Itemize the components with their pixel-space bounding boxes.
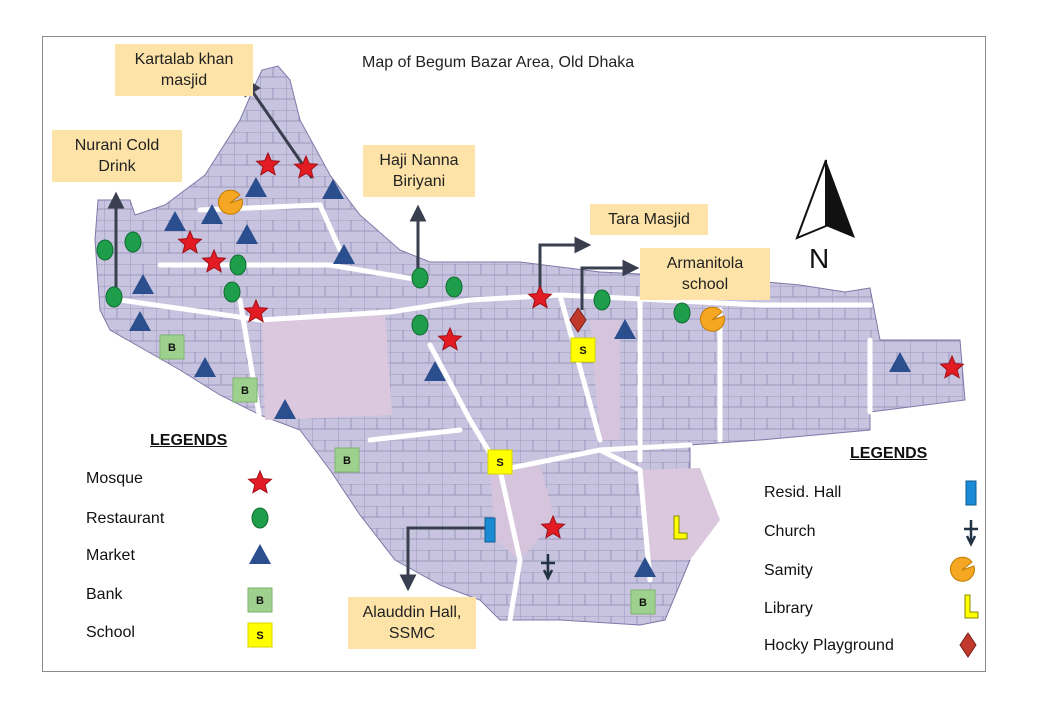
bank-icon-letter: B xyxy=(256,595,264,607)
market-icon xyxy=(164,211,186,231)
restaurant-icon xyxy=(105,286,123,308)
legend-item-bank: Bank xyxy=(86,586,123,603)
legend-item-resid-hall: Resid. Hall xyxy=(764,484,842,501)
market-icon xyxy=(129,311,151,331)
restaurant-icon xyxy=(229,254,247,276)
market-icon xyxy=(889,352,911,372)
bank-icon-letter: B xyxy=(639,597,647,609)
resid-hall-icon xyxy=(484,517,496,543)
restaurant-icon xyxy=(593,289,611,311)
church-icon xyxy=(964,520,978,547)
market-icon xyxy=(634,557,656,577)
restaurant-icon xyxy=(411,314,429,336)
market-icon xyxy=(614,319,636,339)
mosque-icon xyxy=(243,298,269,323)
mosque-icon xyxy=(293,154,319,179)
callout-kartalab[interactable]: Kartalab khan masjid xyxy=(115,44,253,96)
market-icon xyxy=(236,224,258,244)
legend-item-mosque: Mosque xyxy=(86,470,143,487)
samity-icon xyxy=(700,306,725,332)
callout-haji[interactable]: Haji Nanna Biriyani xyxy=(363,145,475,197)
legend-left-heading: LEGENDS xyxy=(150,432,228,449)
restaurant-icon xyxy=(673,302,691,324)
legend-item-school: School xyxy=(86,624,135,641)
legend-item-church: Church xyxy=(764,523,816,540)
mosque-icon xyxy=(527,284,553,309)
bank-icon xyxy=(630,589,656,615)
restaurant-icon xyxy=(96,239,114,261)
market-icon xyxy=(245,177,267,197)
mosque-icon xyxy=(939,354,965,379)
open-area xyxy=(590,320,620,440)
market-icon xyxy=(201,204,223,224)
market-icon xyxy=(194,357,216,377)
restaurant-icon xyxy=(223,281,241,303)
bank-icon xyxy=(232,377,258,403)
hocky-playground-icon xyxy=(959,632,977,658)
school-icon-letter: S xyxy=(256,630,263,642)
bank-icon-letter: B xyxy=(241,385,249,397)
legend-right-heading: LEGENDS xyxy=(850,445,928,462)
hocky-playground-icon xyxy=(569,307,587,333)
map-title: Map of Begum Bazar Area, Old Dhaka xyxy=(362,54,635,71)
legend-item-market: Market xyxy=(86,547,135,564)
bank-icon xyxy=(247,587,273,613)
market-icon xyxy=(274,399,296,419)
legend-item-samity: Samity xyxy=(764,562,813,579)
market-icon xyxy=(424,361,446,381)
market-icon xyxy=(132,274,154,294)
north-arrow-icon xyxy=(795,159,855,240)
church-icon xyxy=(541,554,555,581)
mosque-icon xyxy=(437,326,463,351)
library-icon xyxy=(673,515,688,540)
callout-armanitola[interactable]: Armanitola school xyxy=(640,248,770,300)
legend-item-library: Library xyxy=(764,600,813,617)
mosque-icon xyxy=(201,248,227,273)
library-icon xyxy=(964,594,979,619)
school-icon-letter: S xyxy=(579,345,586,357)
restaurant-icon xyxy=(251,507,269,529)
market-icon xyxy=(322,179,344,199)
samity-icon xyxy=(218,189,243,215)
bank-icon-letter: B xyxy=(343,455,351,467)
legend-item-restaurant: Restaurant xyxy=(86,510,165,527)
open-area xyxy=(262,312,392,420)
school-icon xyxy=(247,622,273,648)
bank-icon-letter: B xyxy=(168,342,176,354)
bank-icon xyxy=(159,334,185,360)
mosque-icon xyxy=(177,229,203,254)
restaurant-icon xyxy=(445,276,463,298)
restaurant-icon xyxy=(411,267,429,289)
north-label: N xyxy=(809,243,830,274)
resid-hall-icon xyxy=(965,480,977,506)
callout-nurani[interactable]: Nurani Cold Drink xyxy=(52,130,182,182)
callout-alauddin[interactable]: Alauddin Hall, SSMC xyxy=(348,597,476,649)
school-icon xyxy=(570,337,596,363)
school-icon xyxy=(487,449,513,475)
bank-icon xyxy=(334,447,360,473)
open-area xyxy=(640,468,720,560)
school-icon-letter: S xyxy=(496,457,503,469)
market-icon xyxy=(333,244,355,264)
legend-item-hocky-playground: Hocky Playground xyxy=(764,637,894,654)
mosque-icon xyxy=(247,469,273,494)
restaurant-icon xyxy=(124,231,142,253)
mosque-icon xyxy=(255,151,281,176)
market-icon xyxy=(249,544,271,564)
samity-icon xyxy=(950,556,975,582)
mosque-icon xyxy=(540,514,566,539)
callout-tara[interactable]: Tara Masjid xyxy=(590,204,708,235)
